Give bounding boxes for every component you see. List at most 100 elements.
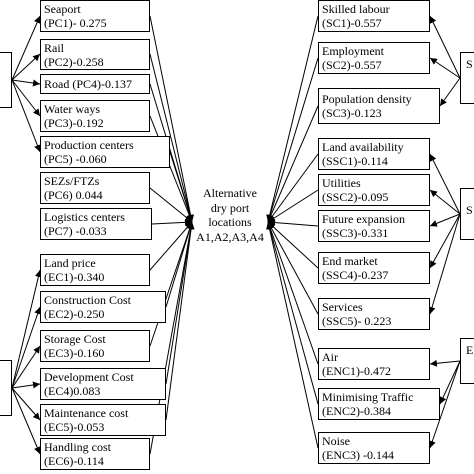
criterion-weight: (EC2)-0.250 [44, 307, 105, 321]
criterion-weight: (EC3)-0.160 [44, 346, 105, 360]
arrow-to-center [165, 221, 195, 385]
criterion-box-ssc2: Utilities (SSC2)-0.095 [318, 174, 430, 206]
criterion-box-ec5: Maintenance cost (EC5)-0.053 [40, 404, 166, 436]
criterion-weight: (EC5)-0.053 [44, 420, 105, 434]
criterion-box-pc4: Road (PC4)-0.137 [40, 74, 150, 94]
criterion-name: Skilled labour [322, 2, 390, 16]
arrow-to-criterion [429, 15, 461, 79]
right-group-box-3: E [460, 338, 474, 384]
arrow-to-center [149, 15, 195, 223]
arrow-to-criterion [428, 360, 461, 449]
criterion-box-ec2: Construction Cost (EC2)-0.250 [40, 291, 166, 323]
arrow-to-criterion [11, 79, 41, 153]
arrow-to-criterion [11, 387, 41, 455]
criterion-weight: (PC2)-0.258 [44, 55, 104, 69]
arrow-to-criterion [11, 306, 42, 389]
arrow-to-center [149, 221, 194, 347]
criterion-weight: (EC4)0.083 [44, 384, 101, 398]
central-node-line: dry port [210, 200, 250, 215]
criterion-name: Minimising Traffic [322, 390, 414, 404]
arrow-to-center [149, 221, 193, 271]
criterion-weight: (PC7) -0.033 [44, 224, 107, 238]
criterion-box-ssc1: Land availability (SSC1)-0.114 [318, 138, 430, 170]
arrow-to-criterion [428, 213, 461, 315]
criterion-weight: (SSC4)-0.237 [322, 268, 389, 282]
right-group-label: S [466, 57, 473, 71]
criterion-name: Logistics centers [44, 210, 125, 224]
criterion-box-pc3: Water ways (PC3)-0.192 [40, 100, 150, 132]
criterion-weight: (SSC1)-0.114 [322, 154, 388, 168]
arrow-to-center [169, 151, 194, 223]
criterion-name: Road (PC4)-0.137 [44, 77, 132, 91]
arrow-to-criterion [429, 57, 461, 79]
criterion-box-enc1: Air (ENC1)-0.472 [318, 348, 430, 380]
arrow-to-center [151, 218, 193, 226]
arrow-to-criterion [429, 213, 461, 227]
arrow-to-center [267, 189, 319, 223]
criterion-weight: (PC1)- 0.275 [44, 16, 107, 30]
arrow-to-center [266, 15, 319, 223]
criterion-name: Construction Cost [44, 293, 132, 307]
arrow-to-center [267, 221, 319, 365]
criterion-box-ec6: Handling cost (EC6)-0.114 [40, 438, 150, 470]
criterion-box-ec4: Development Cost (EC4)0.083 [40, 368, 166, 400]
left-group-box-1 [0, 52, 12, 108]
criterion-name: Land availability [322, 140, 404, 154]
criterion-name: Land price [44, 256, 96, 270]
criterion-name: Noise [322, 434, 350, 448]
criterion-box-sc2: Employment (SC2)-0.557 [318, 42, 430, 74]
criterion-box-pc2: Rail (PC2)-0.258 [40, 39, 150, 70]
criterion-box-enc2: Minimising Traffic (ENC2)-0.384 [318, 388, 440, 420]
left-group-box-2 [0, 360, 12, 416]
criterion-name: Population density [322, 92, 412, 106]
arrow-to-center [266, 221, 319, 405]
arrow-to-criterion [439, 77, 461, 107]
criterion-box-pc7: Logistics centers (PC7) -0.033 [40, 208, 152, 240]
arrow-to-center [165, 221, 195, 421]
arrow-to-criterion [11, 79, 41, 117]
criterion-name: Rail [44, 41, 64, 55]
criterion-box-pc6: SEZs/FTZs (PC6) 0.044 [40, 172, 150, 204]
criterion-name: Services [322, 300, 363, 314]
arrow-to-criterion [11, 387, 41, 421]
criterion-weight: (SSC3)-0.331 [322, 226, 389, 240]
arrow-to-center [267, 153, 319, 223]
arrow-to-center [149, 53, 194, 223]
criterion-name: Storage Cost [44, 332, 106, 346]
arrow-to-criterion [429, 153, 461, 215]
arrow-to-criterion [11, 381, 41, 389]
arrow-to-center [149, 115, 193, 223]
criterion-box-sc3: Population density (SC3)-0.123 [318, 88, 440, 124]
criterion-weight: (SSC2)-0.095 [322, 190, 389, 204]
arrow-to-criterion [11, 53, 41, 81]
criterion-weight: (PC5) -0.060 [44, 152, 107, 166]
criterion-name: Production centers [44, 138, 134, 152]
criterion-weight: (SC3)-0.123 [322, 106, 382, 120]
arrow-to-center [149, 187, 193, 223]
criterion-name: SEZs/FTZs [44, 174, 100, 188]
criterion-weight: (PC3)-0.192 [44, 116, 104, 130]
criterion-name: Employment [322, 44, 384, 58]
criterion-box-enc3: Noise (ENC3) -0.144 [318, 432, 430, 464]
right-group-box-1: S [460, 52, 474, 104]
arrow-to-center [266, 221, 319, 449]
criterion-weight: (ENC2)-0.384 [322, 404, 391, 418]
criterion-name: Air [322, 350, 338, 364]
criterion-box-ssc3: Future expansion (SSC3)-0.331 [318, 210, 430, 242]
criterion-box-ssc4: End market (SSC4)-0.237 [318, 252, 430, 284]
central-node-line: Alternative [203, 186, 257, 200]
arrow-to-criterion [11, 269, 42, 389]
criterion-name: End market [322, 254, 378, 268]
criterion-name: Handling cost [44, 440, 111, 454]
criterion-name: Water ways [44, 102, 101, 116]
central-node-line: A1,A2,A3,A4 [196, 229, 264, 244]
criterion-weight: (SSC5)- 0.223 [322, 314, 392, 328]
arrow-to-criterion [429, 189, 461, 215]
criterion-box-ec3: Storage Cost (EC3)-0.160 [40, 330, 150, 362]
right-group-label: S [466, 203, 473, 217]
right-group-label: E [466, 343, 474, 357]
arrow-to-center [267, 221, 319, 269]
right-group-box-2: S [460, 188, 474, 240]
